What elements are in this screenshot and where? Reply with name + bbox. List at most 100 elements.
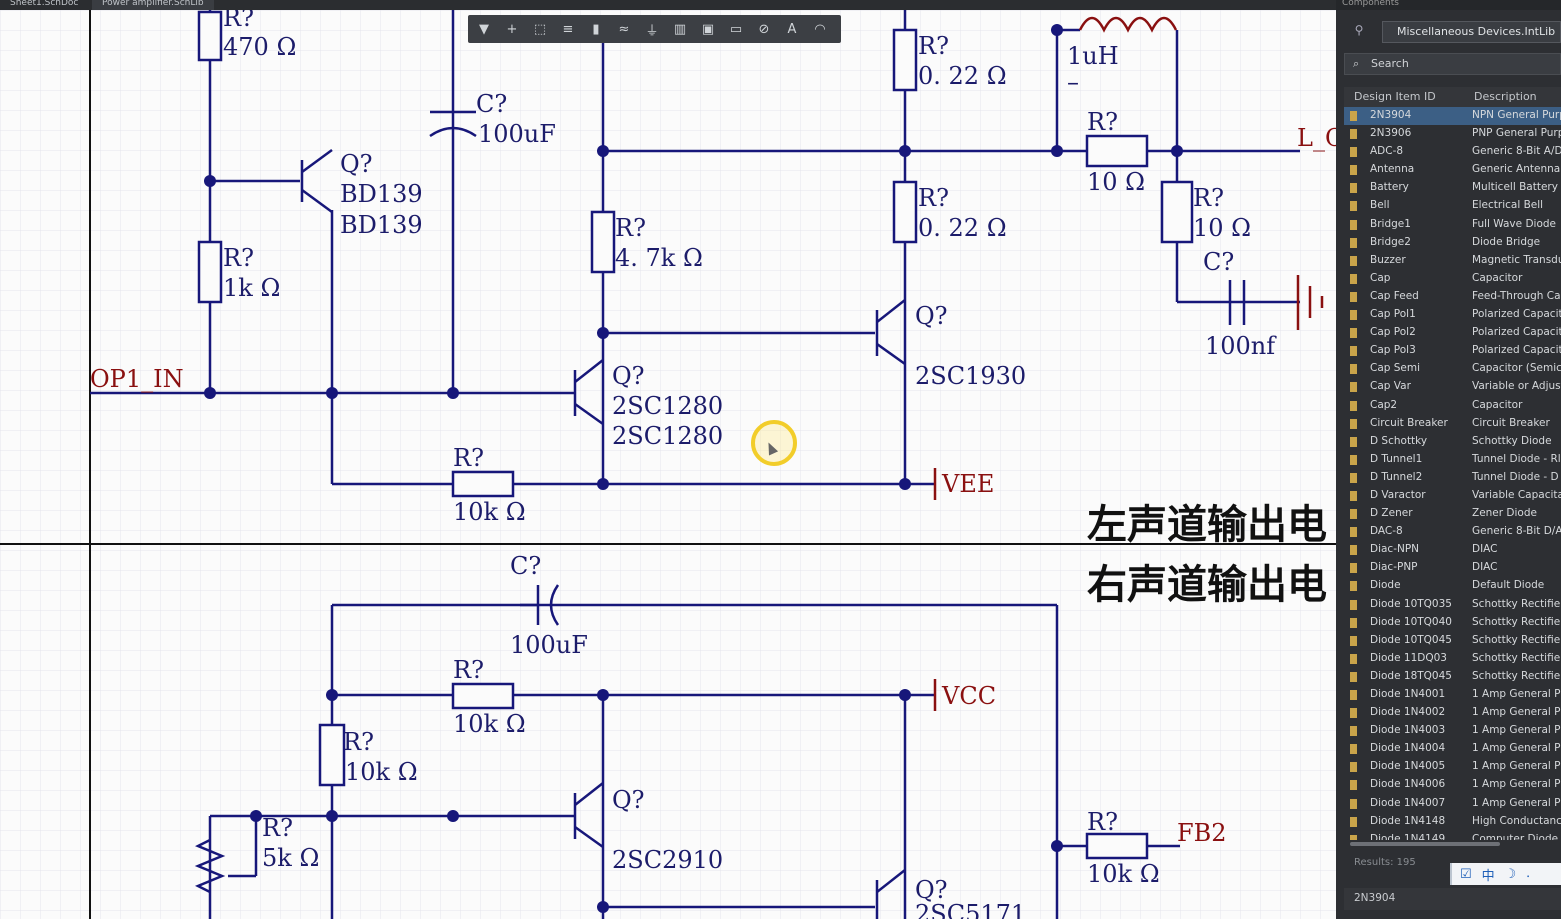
item-description: Schottky Diode (1472, 434, 1552, 447)
design-item-id: Cap Pol1 (1370, 308, 1416, 321)
horizontal-scrollbar[interactable] (1350, 842, 1500, 846)
library-select[interactable]: Miscellaneous Devices.IntLib (1382, 21, 1561, 43)
net-label-icon[interactable]: ▭ (729, 21, 743, 37)
ime-button-0[interactable]: ☑ (1460, 866, 1472, 882)
component-icon (1350, 418, 1357, 429)
design-item-id: Cap (1370, 271, 1391, 284)
schematic-labels[interactable]: R? 470 Ω C? 100uF Q? BD139 BD139 R? 1k Ω… (90, 10, 1336, 919)
ime-button-3[interactable]: ⸳ (1526, 868, 1530, 883)
design-item-id: Diode 18TQ045 (1370, 669, 1452, 682)
select-rect-icon[interactable]: ⬚ (533, 21, 547, 37)
label-r022b-val: 0. 22 Ω (918, 214, 1007, 242)
design-item-id: Diode 1N4005 (1370, 760, 1446, 773)
label-r10kc-ref: R? (343, 728, 374, 756)
doc-tab-schlib[interactable]: Power amplifier.SchLib (92, 0, 214, 10)
label-r1k-ref: R? (223, 244, 254, 272)
arc-icon[interactable]: ◠ (814, 21, 826, 37)
text-icon[interactable]: A (787, 21, 797, 37)
components[interactable] (194, 10, 1324, 919)
design-item-id: Circuit Breaker (1370, 416, 1448, 429)
ime-toolbar[interactable]: ☑ 中 ☽ ⸳ (1450, 863, 1561, 885)
component-icon (1350, 780, 1357, 791)
component-icon (1350, 310, 1357, 321)
item-description: 1 Amp General Pu (1472, 724, 1561, 737)
filter-icon[interactable]: ⚲ (1354, 23, 1364, 37)
component-icon (1350, 690, 1357, 700)
design-item-id: Diode 1N4004 (1370, 742, 1446, 755)
filter-icon[interactable]: ▼ (479, 21, 489, 37)
search-input[interactable]: ⌕ Search (1344, 53, 1561, 75)
align-icon[interactable]: ≡ (562, 21, 574, 37)
part-icon[interactable]: ▮ (592, 21, 600, 37)
resistor-10k-b (451, 682, 515, 710)
column-description[interactable]: Description (1474, 90, 1537, 103)
component-icon (1350, 509, 1357, 520)
schematic-drawing[interactable]: R? 470 Ω C? 100uF Q? BD139 BD139 R? 1k Ω… (0, 10, 1336, 919)
label-2sc1930-ref: Q? (915, 302, 948, 330)
item-description: DIAC (1472, 561, 1498, 574)
column-design-item-id[interactable]: Design Item ID (1354, 90, 1436, 103)
ime-button-2[interactable]: ☽ (1504, 866, 1517, 882)
bus-icon[interactable]: ▥ (673, 21, 687, 37)
cross-icon[interactable]: + (506, 21, 518, 37)
power-port-icon[interactable]: ⏚ (645, 23, 659, 39)
item-description: Tunnel Diode - Rl (1472, 452, 1561, 465)
no-erc-icon[interactable]: ⊘ (758, 21, 770, 37)
component-icon (1350, 671, 1357, 682)
ime-button-1[interactable]: 中 (1481, 868, 1495, 884)
doc-tab-sheet[interactable]: Sheet1.SchDoc (10, 0, 79, 8)
item-description: Default Diode (1472, 579, 1545, 592)
design-item-id: Bridge2 (1370, 235, 1411, 248)
wire-icon[interactable]: ≈ (618, 21, 630, 37)
item-description: Schottky Rectifier (1472, 651, 1561, 664)
label-2sc5171-val: 2SC5171 (915, 900, 1026, 919)
label-c-bot-val: 100uF (510, 631, 588, 659)
net-label-fb2: FB2 (1177, 819, 1227, 847)
wires[interactable] (90, 10, 1300, 919)
schematic-canvas[interactable]: R? 470 Ω C? 100uF Q? BD139 BD139 R? 1k Ω… (0, 10, 1336, 919)
sheet-symbol-icon[interactable]: ▣ (701, 21, 715, 37)
label-r022a-val: 0. 22 Ω (918, 62, 1007, 90)
